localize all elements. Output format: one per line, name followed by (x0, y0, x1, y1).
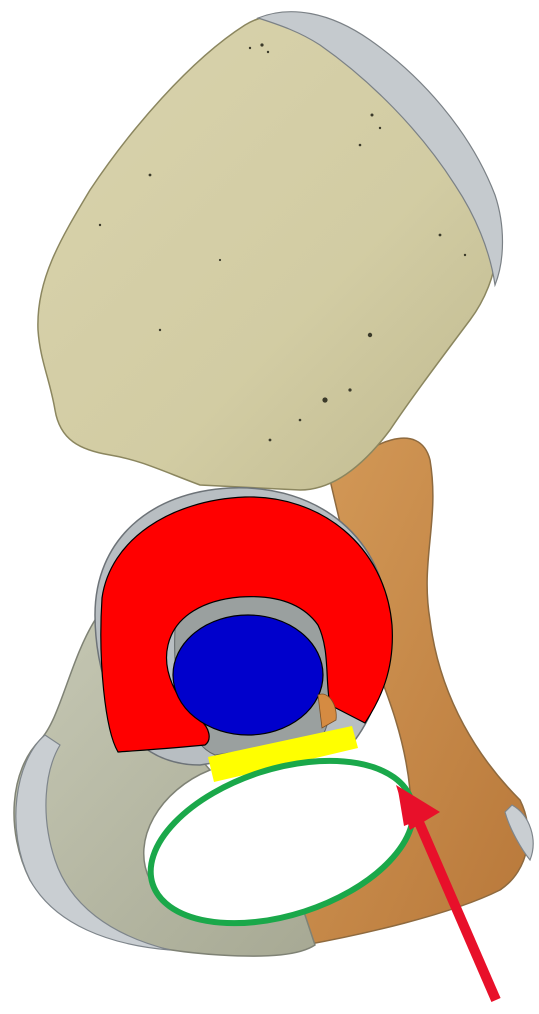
ilium-region (38, 14, 498, 490)
acetabular-fossa (173, 615, 323, 735)
